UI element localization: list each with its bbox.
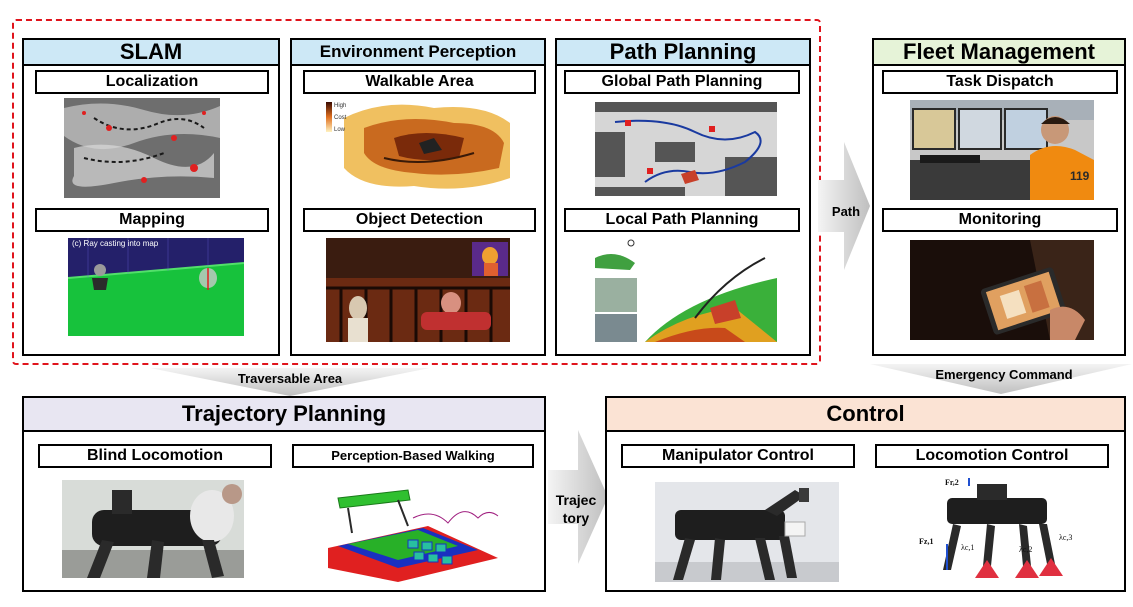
global-path-planning-label: Global Path Planning bbox=[564, 70, 800, 94]
environment-perception-panel: Environment Perception Walkable Area Hig… bbox=[290, 38, 546, 356]
blind-locomotion-image bbox=[62, 480, 244, 578]
fleet-management-title: Fleet Management bbox=[874, 40, 1124, 66]
object-detection-image bbox=[326, 238, 510, 342]
trajectory-arrow bbox=[548, 430, 608, 564]
traversable-area-label: Traversable Area bbox=[237, 371, 343, 386]
emergency-command-label: Emergency Command bbox=[935, 367, 1073, 382]
force-label-lambda-c1: λc,1 bbox=[961, 543, 974, 552]
environment-perception-title: Environment Perception bbox=[292, 40, 544, 66]
path-arrow bbox=[818, 142, 870, 270]
path-planning-panel: Path Planning Global Path Planning Local… bbox=[555, 38, 811, 356]
walkable-area-image: High Cost Low bbox=[324, 98, 510, 194]
slam-title: SLAM bbox=[24, 40, 278, 66]
trajectory-arrow-label-line2: tory bbox=[562, 510, 590, 526]
mapping-label: Mapping bbox=[35, 208, 269, 232]
monitoring-label: Monitoring bbox=[882, 208, 1118, 232]
emergency-command-arrow bbox=[870, 362, 1132, 394]
uniform-number: 119 bbox=[1070, 169, 1090, 183]
force-label-fz1: Fz,1 bbox=[919, 537, 933, 546]
localization-label: Localization bbox=[35, 70, 269, 94]
control-title: Control bbox=[607, 398, 1124, 432]
traversable-area-arrow bbox=[150, 366, 430, 396]
path-planning-title: Path Planning bbox=[557, 40, 809, 66]
trajectory-planning-title: Trajectory Planning bbox=[24, 398, 544, 432]
force-label-lambda-c3: λc,3 bbox=[1059, 533, 1072, 542]
trajectory-arrow-label-line1: Trajec bbox=[555, 492, 597, 508]
force-label-lambda-c2: λc,2 bbox=[1019, 545, 1032, 554]
object-detection-label: Object Detection bbox=[303, 208, 536, 232]
blind-locomotion-label: Blind Locomotion bbox=[38, 444, 272, 468]
cost-legend-low: Low bbox=[334, 127, 346, 133]
cost-legend-high: High bbox=[334, 103, 346, 109]
path-arrow-label: Path bbox=[831, 204, 861, 219]
fleet-management-panel: Fleet Management Task Dispatch 119 Monit… bbox=[872, 38, 1126, 356]
perception-based-walking-image bbox=[318, 478, 502, 582]
local-path-planning-label: Local Path Planning bbox=[564, 208, 800, 232]
walkable-area-label: Walkable Area bbox=[303, 70, 536, 94]
control-panel: Control Manipulator Control Locomotion C… bbox=[605, 396, 1126, 592]
localization-image bbox=[64, 98, 220, 198]
local-path-planning-image bbox=[595, 238, 777, 342]
manipulator-control-label: Manipulator Control bbox=[621, 444, 855, 468]
locomotion-control-image: Fr,2 Fz,1 λc,1 λc,2 λc,3 bbox=[907, 474, 1087, 584]
cost-legend-cost: Cost bbox=[334, 115, 347, 121]
locomotion-control-label: Locomotion Control bbox=[875, 444, 1109, 468]
slam-panel: SLAM Localization Mapping (c) bbox=[22, 38, 280, 356]
perception-based-walking-label: Perception-Based Walking bbox=[292, 444, 534, 468]
manipulator-control-image bbox=[655, 482, 839, 582]
task-dispatch-image: 119 bbox=[910, 100, 1094, 200]
force-label-fr2: Fr,2 bbox=[945, 478, 959, 487]
global-path-planning-image bbox=[595, 102, 777, 196]
mapping-image-caption: (c) Ray casting into map bbox=[72, 239, 159, 248]
monitoring-image bbox=[910, 240, 1094, 340]
mapping-image: (c) Ray casting into map bbox=[68, 238, 244, 336]
trajectory-planning-panel: Trajectory Planning Blind Locomotion Per… bbox=[22, 396, 546, 592]
task-dispatch-label: Task Dispatch bbox=[882, 70, 1118, 94]
